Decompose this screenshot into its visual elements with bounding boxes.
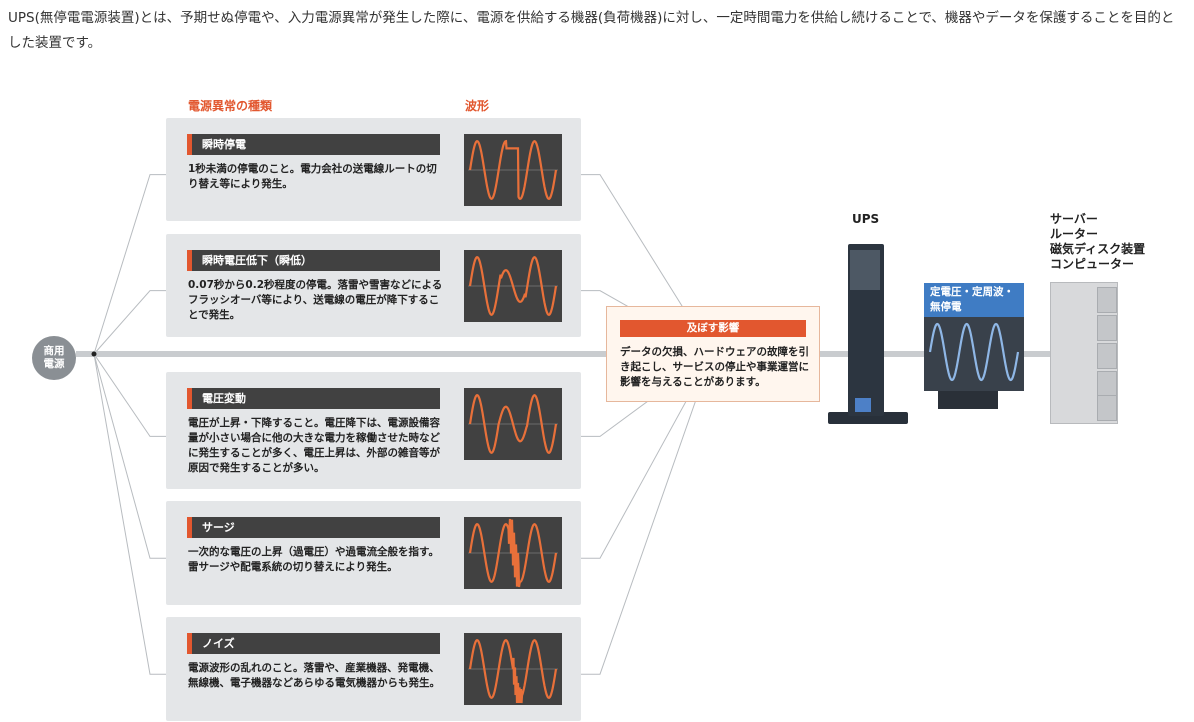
waveform-sag bbox=[468, 256, 558, 316]
waveform-box bbox=[464, 388, 562, 460]
waveform-box bbox=[464, 633, 562, 705]
source-node: 商用電源 bbox=[32, 336, 76, 380]
device-computer: コンピューター bbox=[1050, 257, 1135, 271]
waveform-line bbox=[468, 139, 558, 200]
waveform-noise bbox=[468, 639, 558, 704]
anomaly-description: 電源波形の乱れのこと。落雷や、産業機器、発電機、無線機、電子機器などあらゆる電気… bbox=[188, 662, 440, 689]
server-bay bbox=[1097, 343, 1117, 369]
output-sine-wave bbox=[928, 322, 1020, 382]
anomaly-card: 瞬時停電 1秒未満の停電のこと。電力会社の送電線ルートの切り替え等により発生。 bbox=[166, 118, 581, 221]
anomaly-card: 瞬時電圧低下（瞬低） 0.07秒から0.2秒程度の停電。落雷や雪害などによるフラッ… bbox=[166, 234, 581, 337]
waveform-surge bbox=[468, 518, 558, 588]
anomaly-title: 瞬時停電 bbox=[187, 134, 440, 155]
anomaly-card: サージ一次的な電圧の上昇（過電圧）や過電流全般を指す。雷サージや配電系統の切り替… bbox=[166, 501, 581, 605]
anomaly-description: 一次的な電圧の上昇（過電圧）や過電流全般を指す。雷サージや配電系統の切り替えによ… bbox=[188, 546, 439, 573]
waveform-line bbox=[468, 256, 558, 316]
waveform-line bbox=[468, 518, 558, 588]
intro-text: UPS(無停電電源装置)とは、予期せぬ停電や、入力電源異常が発生した際に、電源を… bbox=[8, 10, 1175, 51]
waveform-fluctuation bbox=[468, 394, 558, 454]
anomaly-description: 1秒未満の停電のこと。電力会社の送電線ルートの切り替え等により発生。 bbox=[188, 163, 437, 190]
anomaly-description: 0.07秒から0.2秒程度の停電。落雷や雪害などによるフラッシオーバ等により、送… bbox=[188, 279, 443, 321]
ups-label: UPS bbox=[852, 212, 880, 226]
anomaly-title: 瞬時電圧低下（瞬低） bbox=[187, 250, 440, 271]
anomaly-card: ノイズ電源波形の乱れのこと。落雷や、産業機器、発電機、無線機、電子機器などあらゆ… bbox=[166, 617, 581, 721]
anomaly-title: ノイズ bbox=[187, 633, 440, 654]
waveform-dropout bbox=[468, 139, 558, 200]
waveform-box bbox=[464, 134, 562, 206]
header-waveform: 波形 bbox=[465, 99, 490, 113]
effect-description: データの欠損、ハードウェアの故障を引き起こし、サービスの停止や事業運営に影響を与… bbox=[620, 346, 809, 388]
output-label: 定電圧・定周波・無停電 bbox=[924, 283, 1024, 317]
server-bay bbox=[1097, 371, 1117, 397]
ups-vent-panel bbox=[850, 250, 880, 290]
effect-title: 及ぼす影響 bbox=[620, 320, 806, 337]
output-wave-line bbox=[928, 322, 1020, 382]
junction-dot bbox=[91, 351, 97, 357]
server-bay bbox=[1097, 315, 1117, 341]
waveform-line bbox=[468, 639, 558, 704]
server-bay bbox=[1097, 287, 1117, 313]
output-stand bbox=[938, 391, 998, 409]
ups-display bbox=[855, 398, 871, 412]
server-bay bbox=[1097, 395, 1117, 421]
device-list: サーバー ルーター 磁気ディスク装置 コンピューター bbox=[1050, 212, 1145, 272]
server-tower bbox=[1050, 282, 1118, 424]
source-node-label: 商用電源 bbox=[43, 345, 65, 370]
waveform-box bbox=[464, 517, 562, 589]
anomaly-card: 電圧変動電圧が上昇・下降すること。電圧降下は、電源設備容量が小さい場合に他の大き… bbox=[166, 372, 581, 489]
header-types: 電源異常の種類 bbox=[188, 99, 273, 113]
anomaly-title: サージ bbox=[187, 517, 440, 538]
anomaly-description: 電圧が上昇・下降すること。電圧降下は、電源設備容量が小さい場合に他の大きな電力を… bbox=[188, 417, 440, 474]
waveform-line bbox=[468, 394, 558, 454]
waveform-box bbox=[464, 250, 562, 322]
device-router: ルーター bbox=[1050, 227, 1099, 241]
anomaly-title: 電圧変動 bbox=[187, 388, 440, 409]
output-waveform-panel: 定電圧・定周波・無停電 bbox=[924, 283, 1024, 391]
device-server: サーバー bbox=[1050, 212, 1098, 226]
device-disk: 磁気ディスク装置 bbox=[1050, 242, 1146, 256]
effect-box: 及ぼす影響 データの欠損、ハードウェアの故障を引き起こし、サービスの停止や事業運… bbox=[606, 306, 820, 402]
